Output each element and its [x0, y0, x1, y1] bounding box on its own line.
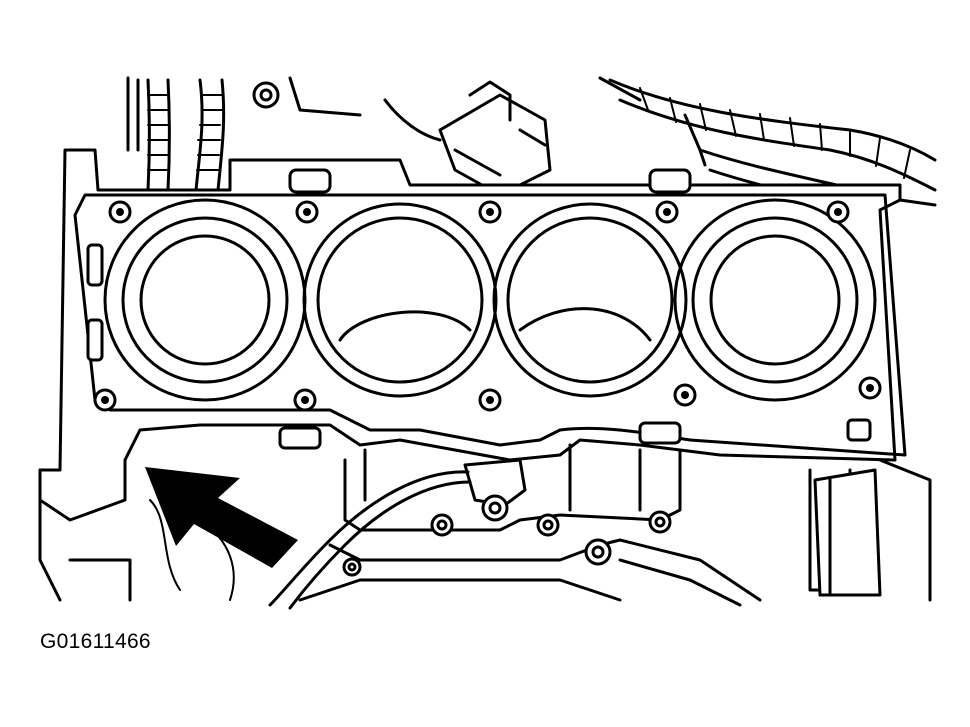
dipstick-tube: [618, 538, 762, 607]
cylinder-3: [492, 202, 688, 398]
cylinder-4: [673, 198, 877, 402]
head-bolt-holes: [93, 200, 882, 412]
knock-sensor: [463, 458, 527, 522]
figure-id-label: G01611466: [40, 630, 151, 653]
electrical-connector-top: [383, 80, 552, 197]
cylinder-2: [302, 202, 498, 398]
block-bolts: [342, 510, 672, 577]
indicator-arrow: [145, 467, 298, 568]
bolt-top: [252, 81, 280, 109]
side-bracket: [813, 468, 882, 597]
sensor-wire: [268, 470, 472, 610]
cylinder-bores: [103, 198, 877, 402]
wiring-harness-left: [146, 78, 226, 192]
